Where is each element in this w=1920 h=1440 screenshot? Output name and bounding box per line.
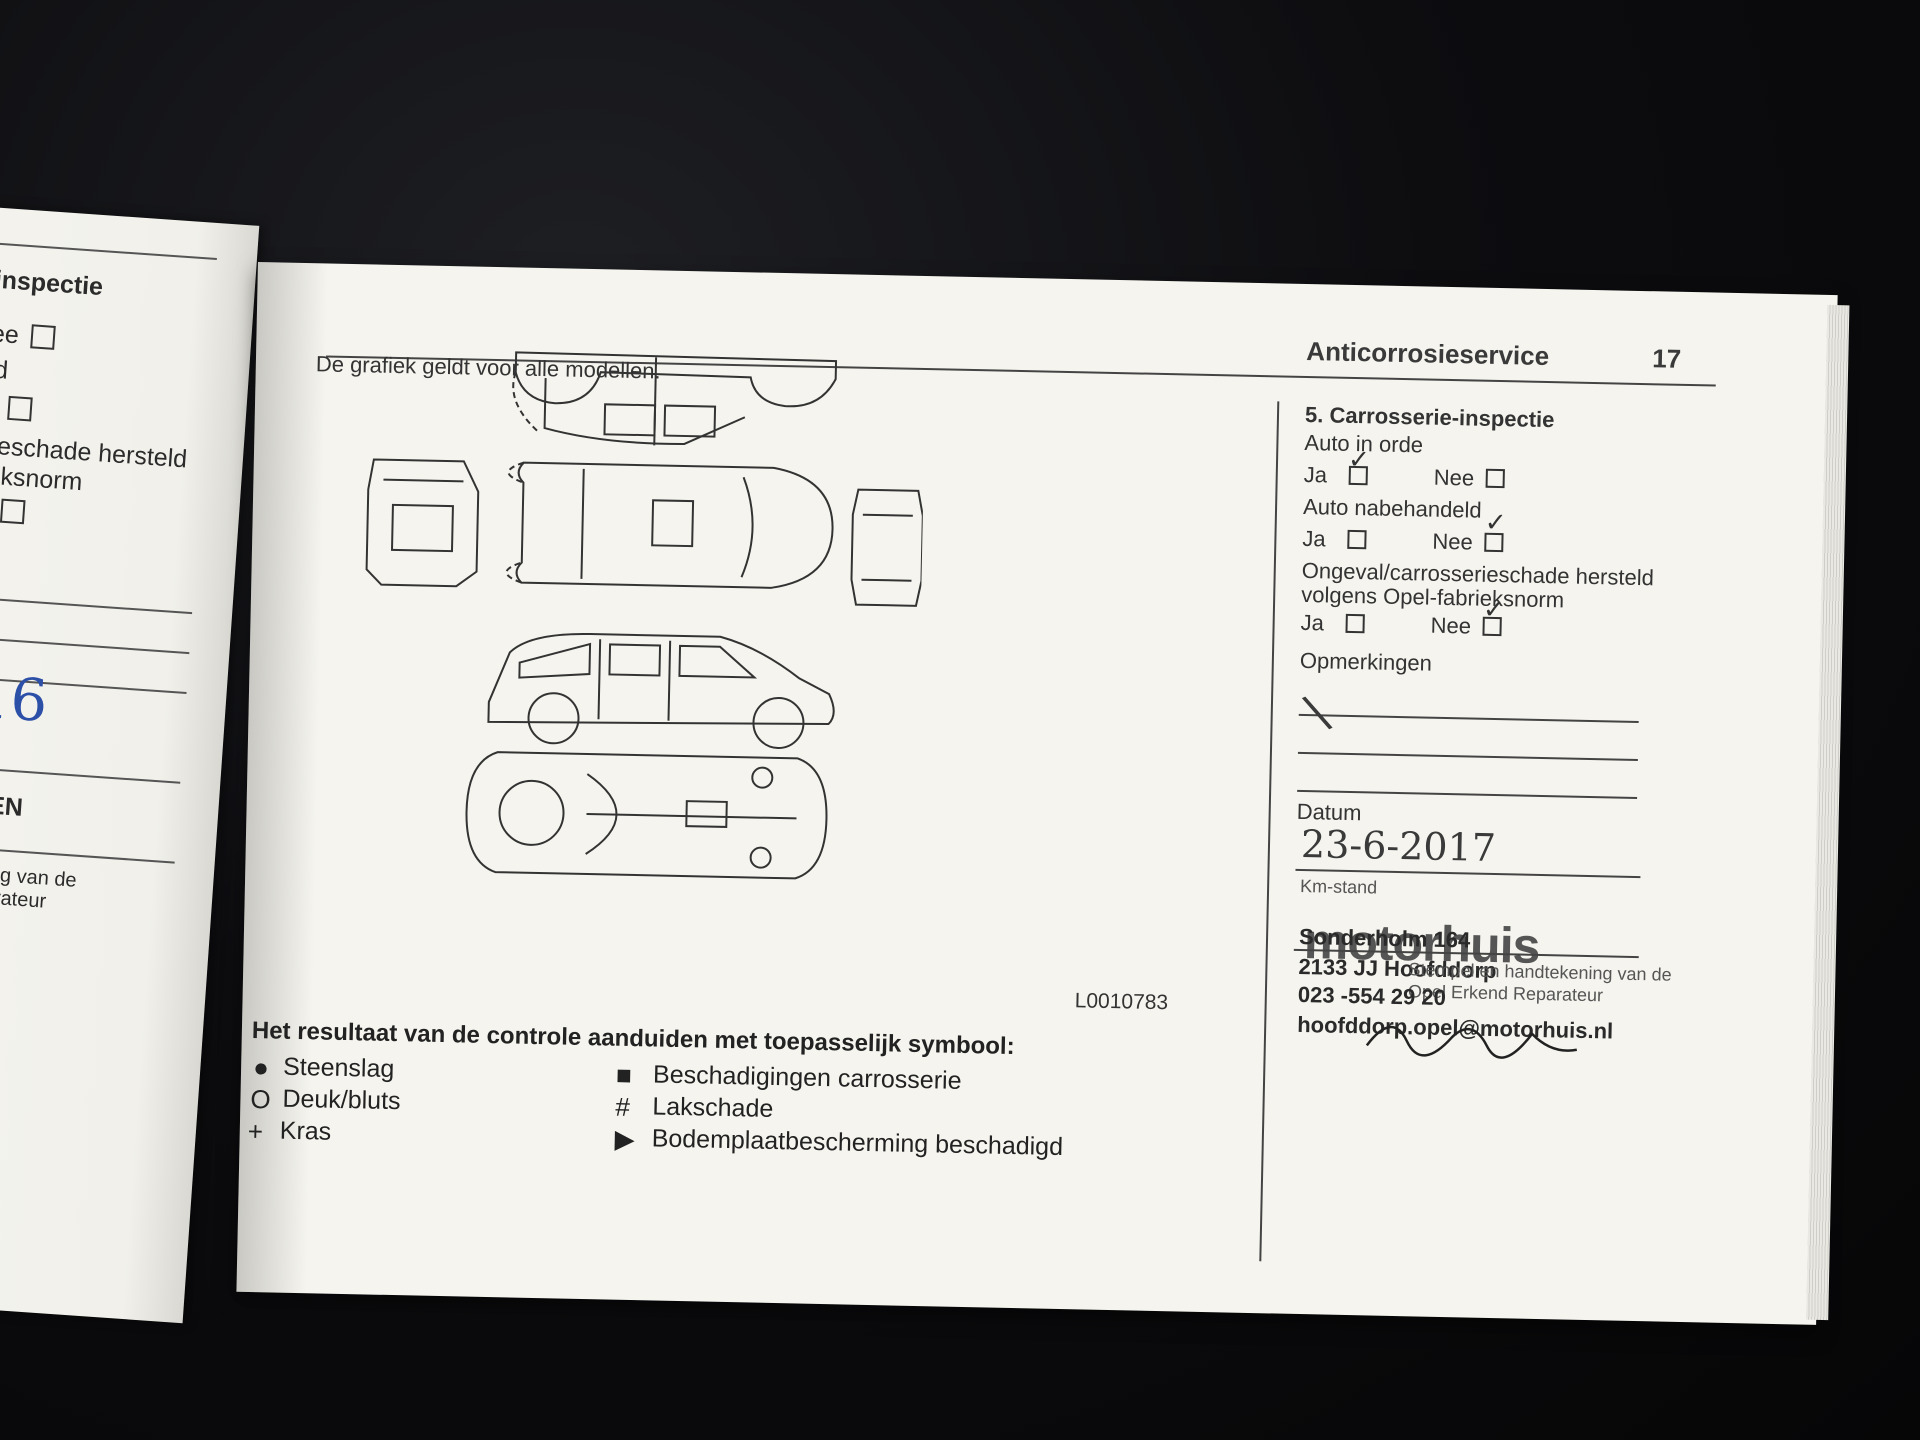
left-line-3: e	[0, 392, 1, 422]
q3-label-line2: volgens Opel-fabrieksnorm	[1301, 581, 1565, 613]
car-side-view	[487, 632, 835, 750]
inspection-title: 5. Carrosserie-inspectie	[1304, 401, 1555, 433]
car-front-view	[365, 458, 480, 588]
car-top-view	[505, 461, 834, 589]
left-signature-line-2: parateur	[0, 885, 47, 913]
left-handwritten-number: 16	[0, 662, 50, 736]
symbol-stone-chip: ●	[252, 1052, 270, 1083]
q2-no-label: Nee	[1432, 528, 1474, 555]
left-heading: inspectie	[0, 265, 104, 302]
signature-scribble	[1365, 1025, 1578, 1059]
remarks-line-2[interactable]	[1297, 751, 1638, 761]
symbol-body-damage: ■	[615, 1059, 633, 1091]
legend-dent: Deuk/bluts	[282, 1084, 401, 1116]
car-roof-view	[512, 351, 838, 446]
q2-label: Auto nabehandeld	[1302, 493, 1482, 523]
legend-body-damage: Beschadigingen carrosserie	[652, 1060, 962, 1095]
q1-no-label: Nee	[1433, 464, 1475, 491]
remarks-line-1[interactable]	[1298, 713, 1639, 723]
q3-yes-label: Ja	[1300, 609, 1325, 636]
service-booklet-page: Anticorrosieservice 17 De grafiek geldt …	[236, 262, 1850, 1325]
q2-yes-label: Ja	[1302, 525, 1326, 552]
legend-underbody-damage: Bodemplaatbescherming beschadigd	[651, 1124, 1064, 1162]
q2-no-checkmark: ✓	[1484, 507, 1507, 539]
symbol-scratch: +	[247, 1115, 264, 1147]
remarks-label: Opmerkingen	[1299, 647, 1433, 676]
car-damage-diagram	[365, 351, 924, 880]
q1-yes-checkmark: ✓	[1347, 444, 1371, 476]
legend-stone-chip: Steenslag	[282, 1052, 395, 1084]
drawing-code: L0010783	[1074, 989, 1169, 1015]
left-rule	[0, 633, 190, 654]
q2-yes-checkbox[interactable]	[1347, 529, 1367, 550]
legend-scratch: Kras	[279, 1116, 332, 1146]
remarks-strike-mark: \	[1298, 683, 1336, 742]
left-line-5: ieksnorm	[0, 461, 84, 497]
date-value-handwritten: 23-6-2017	[1300, 821, 1497, 871]
left-rule	[0, 594, 193, 614]
left-checkbox-3	[0, 498, 26, 525]
header-title: Anticorrosieservice	[1306, 335, 1550, 372]
q3-no-label: Nee	[1430, 612, 1472, 639]
symbol-dent: O	[250, 1084, 272, 1115]
left-line-1: ee	[0, 319, 20, 350]
car-rear-view	[850, 488, 924, 607]
left-rule	[0, 843, 175, 864]
left-checkbox-1	[30, 324, 56, 350]
left-rule-top	[0, 239, 217, 260]
left-section-fragment: EN	[0, 791, 24, 822]
legend-paint-damage: Lakschade	[652, 1092, 774, 1123]
left-rule	[0, 763, 181, 784]
car-underbody-view	[465, 751, 828, 880]
left-checkbox-2	[7, 395, 33, 422]
q3-no-checkmark: ✓	[1482, 594, 1506, 626]
page-number: 17	[1651, 343, 1682, 374]
remarks-line-3[interactable]	[1297, 789, 1638, 799]
q1-yes-label: Ja	[1303, 461, 1328, 488]
symbol-underbody-damage: ▶	[614, 1123, 636, 1155]
q1-no-checkbox[interactable]	[1485, 468, 1505, 489]
q3-yes-checkbox[interactable]	[1345, 613, 1365, 634]
left-line-2: ld	[0, 355, 9, 385]
mileage-label: Km-stand	[1299, 875, 1378, 898]
column-divider	[1259, 401, 1280, 1262]
symbol-paint-damage: #	[615, 1091, 631, 1122]
